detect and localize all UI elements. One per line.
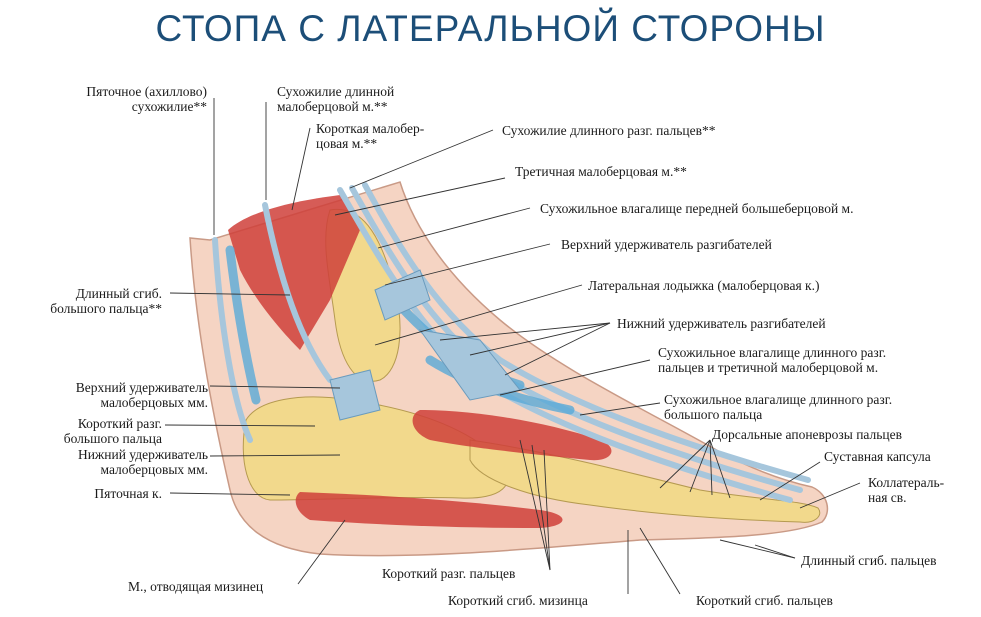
label-extensor-hallucis-brevis: Короткий разг. большого пальца <box>63 416 162 446</box>
muscle-abductor-digiti-minimi <box>295 492 563 528</box>
label-inferior-extensor-retinaculum: Нижний удерживатель разгибателей <box>617 316 826 331</box>
label-calcaneus: Пяточная к. <box>94 486 162 501</box>
label-extensor-digitorum-sheath: Сухожильное влагалище длинного разг. пал… <box>658 345 887 375</box>
muscle-extensor-digitorum-brevis <box>412 410 612 461</box>
label-joint-capsule: Суставная капсула <box>824 449 931 464</box>
label-flexor-digiti-minimi: Короткий сгиб. мизинца <box>448 593 588 608</box>
page-title: СТОПА С ЛАТЕРАЛЬНОЙ СТОРОНЫ <box>155 8 826 49</box>
label-superior-fibular-retinaculum: Верхний удерживатель малоберцовых мм. <box>75 380 208 410</box>
label-fibularis-brevis: Короткая малобер- цовая м.** <box>316 121 425 151</box>
label-abductor-digiti-minimi: М., отводящая мизинец <box>128 579 264 594</box>
label-flexor-digitorum-brevis: Короткий сгиб. пальцев <box>696 593 833 608</box>
label-fibularis-longus-tendon: Сухожилие длинной малоберцовой м.** <box>277 84 395 114</box>
label-extensor-digitorum-longus-tendon: Сухожилие длинного разг. пальцев** <box>502 123 716 138</box>
label-achilles-tendon: Пяточное (ахиллово) сухожилие** <box>86 84 207 114</box>
leader-lines <box>164 98 861 595</box>
label-inferior-fibular-retinaculum: Нижний удерживатель малоберцовых мм. <box>77 447 208 477</box>
label-collateral-ligament: Коллатераль- ная св. <box>868 475 945 505</box>
label-superior-extensor-retinaculum: Верхний удерживатель разгибателей <box>561 237 772 252</box>
label-lateral-malleolus: Латеральная лодыжка (малоберцовая к.) <box>588 278 820 293</box>
label-tibialis-anterior-sheath: Сухожильное влагалище передней большебер… <box>540 201 854 216</box>
label-flexor-hallucis-longus: Длинный сгиб. большого пальца** <box>50 286 162 316</box>
label-flexor-digitorum-longus: Длинный сгиб. пальцев <box>801 553 937 568</box>
label-extensor-hallucis-sheath: Сухожильное влагалище длинного разг. бол… <box>664 392 893 422</box>
label-fibularis-tertius: Третичная малоберцовая м.** <box>515 164 687 179</box>
label-dorsal-aponeuroses: Дорсальные апоневрозы пальцев <box>712 427 903 442</box>
label-extensor-digitorum-brevis: Короткий разг. пальцев <box>382 566 516 581</box>
bone-metatarsals <box>469 439 821 523</box>
muscle-leg-group <box>228 195 360 350</box>
retinacula <box>329 269 521 421</box>
